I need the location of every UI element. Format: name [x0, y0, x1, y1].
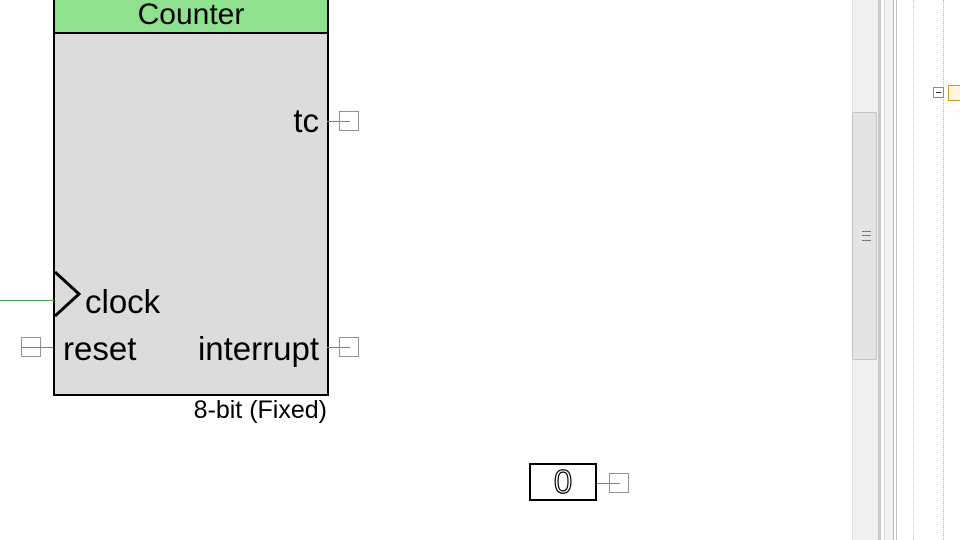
panel-divider [878, 0, 881, 540]
pin-label-clock: clock [85, 283, 161, 320]
component-header: Counter [55, 0, 327, 34]
reset-wire [31, 347, 53, 348]
component-title: Counter [137, 0, 245, 31]
tc-wire [327, 121, 339, 122]
scroll-grip-icon [862, 231, 871, 241]
scrollbar-thumb[interactable] [852, 112, 877, 360]
workspace-tree-panel[interactable] [897, 0, 960, 540]
interrupt-terminal[interactable] [339, 337, 359, 357]
pin-label-reset: reset [63, 330, 137, 367]
panel-splitter[interactable] [884, 0, 894, 540]
tree-guide-line [943, 0, 944, 540]
component-subtitle: 8-bit (Fixed) [193, 396, 327, 424]
constant-zero[interactable]: 0 [529, 463, 597, 501]
interrupt-wire [327, 347, 339, 348]
tree-collapse-icon[interactable] [933, 87, 944, 98]
tree-guide-line [913, 0, 914, 540]
pin-label-interrupt: interrupt [197, 330, 319, 367]
panel-border [896, 0, 897, 540]
pin-label-tc: tc [293, 102, 319, 139]
clock-triangle-icon [55, 270, 82, 318]
constant-terminal[interactable] [609, 473, 629, 493]
schematic-canvas[interactable]: Counter tc clock reset interrupt 8-bit (… [0, 0, 852, 540]
tc-terminal[interactable] [339, 111, 359, 131]
component-node-icon[interactable] [948, 85, 960, 101]
constant-wire [597, 483, 609, 484]
clock-wire[interactable] [0, 300, 54, 301]
counter-component[interactable]: Counter tc clock reset interrupt [53, 0, 329, 396]
